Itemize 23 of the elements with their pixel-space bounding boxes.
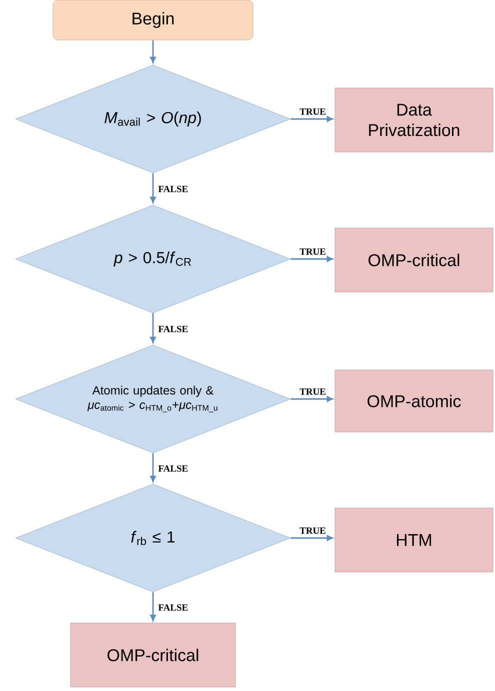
arrow	[150, 313, 156, 343]
result-box: OMP-critical	[334, 228, 494, 292]
result-box: OMP-critical	[70, 622, 236, 688]
edge-label: TRUE	[298, 526, 327, 535]
edge-label: FALSE	[157, 324, 190, 334]
arrow	[150, 453, 156, 482]
arrow	[150, 173, 156, 203]
edge-label: TRUE	[298, 388, 327, 396]
arrow	[290, 116, 333, 122]
arrow	[290, 256, 333, 262]
edge-label: FALSE	[157, 184, 190, 194]
result-box: HTM	[334, 508, 494, 572]
result-box: Data Privatization	[334, 88, 494, 152]
edge-label: FALSE	[157, 603, 190, 612]
edge-label: TRUE	[298, 108, 327, 116]
arrow	[290, 535, 333, 541]
edge-label: TRUE	[298, 248, 327, 256]
arrow	[150, 592, 156, 621]
arrow	[290, 396, 333, 402]
result-box: OMP-atomic	[334, 370, 494, 432]
edge-label: FALSE	[157, 464, 190, 473]
start-box: Begin	[52, 0, 254, 40]
arrow	[150, 40, 156, 64]
